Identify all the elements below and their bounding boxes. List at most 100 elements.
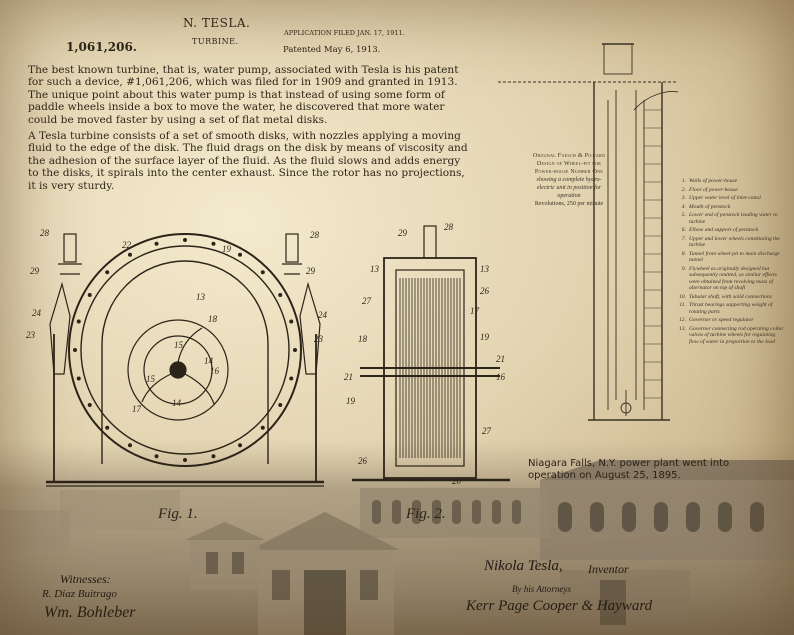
bolt-mark bbox=[105, 270, 110, 275]
fig1-label: 17 bbox=[132, 404, 142, 414]
legend-item: 2.Floor of power-house bbox=[676, 187, 784, 193]
bolt-mark bbox=[211, 454, 216, 459]
legend-item: 1.Walls of power-house bbox=[676, 178, 784, 184]
legend-item: 9.Flywheel as originally designed but su… bbox=[676, 266, 784, 292]
fig1-label: 16 bbox=[210, 366, 220, 376]
witness-signature-2: Wm. Bohleber bbox=[44, 604, 136, 621]
fig1-caption: Fig. 1. bbox=[158, 506, 198, 522]
legend-item-text: Upper and lower wheels constituting the … bbox=[689, 235, 780, 249]
legend-item-number: 7. bbox=[681, 235, 686, 242]
fig2-label: 28 bbox=[444, 222, 454, 232]
inventor-name: N. TESLA. bbox=[183, 16, 251, 30]
inventor-label: Inventor bbox=[588, 562, 629, 576]
legend-item-text: Floor of power-house bbox=[689, 186, 738, 193]
legend-item-number: 10. bbox=[679, 293, 686, 300]
inventor-signature: Nikola Tesla, bbox=[484, 558, 563, 574]
legend-item-number: 11. bbox=[679, 302, 686, 309]
legend-item: 10.Tubular shaft, with solid connections bbox=[676, 294, 784, 300]
witness-signature-1: R. Diaz Buitrago bbox=[42, 588, 117, 600]
power-plant-photo bbox=[0, 440, 794, 635]
bolt-mark bbox=[128, 252, 132, 257]
legend-item: 5.Lower end of penstock leading water to… bbox=[676, 212, 784, 225]
fig2-label: 13 bbox=[370, 264, 380, 274]
note-line: Revolutions, 250 per minute bbox=[534, 201, 604, 207]
bolt-mark bbox=[260, 270, 265, 275]
fig2-label: 17 bbox=[470, 306, 480, 316]
attorneys-signature: Kerr Page Cooper & Hayward bbox=[466, 598, 653, 614]
note-line: showing a complete hydro- bbox=[536, 177, 602, 183]
bolt-mark bbox=[260, 425, 265, 430]
legend-item-text: Flywheel as originally designed but subs… bbox=[689, 265, 777, 292]
legend-item-number: 3. bbox=[681, 195, 686, 202]
bolt-mark bbox=[87, 293, 92, 297]
fig1-label: 24 bbox=[318, 310, 328, 320]
legend-item-number: 9. bbox=[681, 265, 686, 272]
legend-item-text: Lower end of penstock leading water to t… bbox=[689, 212, 778, 225]
legend-item: 3.Upper water level of inlet-canal bbox=[676, 195, 784, 201]
fig2-label: 20 bbox=[452, 476, 462, 486]
fig1-label: 28 bbox=[310, 230, 320, 240]
fig2-label: 21 bbox=[344, 372, 353, 382]
fig2-caption: Fig. 2. bbox=[406, 506, 446, 522]
fig1-label: 23 bbox=[314, 334, 324, 344]
fig1-label: 15 bbox=[174, 340, 184, 350]
fig1-label: 29 bbox=[30, 266, 40, 276]
fig1-label: 22 bbox=[122, 240, 132, 250]
bolt-mark bbox=[278, 403, 283, 407]
paragraph-2: The unique point about this water pump i… bbox=[28, 88, 445, 126]
bolt-mark bbox=[183, 238, 187, 242]
fig1-turbine-drawing: 28 22 19 28 29 29 24 24 23 23 13 18 15 1… bbox=[26, 228, 328, 487]
note-line: Design of Wheel-pit for bbox=[536, 161, 602, 167]
legend-item: 7.Upper and lower wheels constituting th… bbox=[676, 236, 784, 249]
bolt-mark bbox=[289, 319, 294, 324]
fig2-label: 19 bbox=[480, 332, 490, 342]
fig2-label: 18 bbox=[358, 334, 368, 344]
fig2-label: 27 bbox=[362, 296, 372, 306]
bolt-mark bbox=[238, 252, 242, 257]
wheel-pit-cross-section-drawing bbox=[498, 43, 678, 421]
legend-item-text: Thrust bearings supporting weight of rot… bbox=[689, 302, 773, 315]
legend-item-number: 5. bbox=[681, 212, 686, 219]
legend-item-text: Mouth of penstock bbox=[689, 203, 731, 210]
patent-number: 1,061,206. bbox=[66, 40, 137, 54]
bolt-mark bbox=[128, 443, 132, 448]
bolt-mark bbox=[154, 454, 159, 459]
legend-item: 4.Mouth of penstock bbox=[676, 204, 784, 210]
photo-caption: Niagara Falls, N.Y. power plant went int… bbox=[528, 458, 730, 481]
fig2-label: 27 bbox=[482, 426, 492, 436]
fig1-label: 23 bbox=[26, 330, 36, 340]
fig1-label: 14 bbox=[172, 398, 182, 408]
application-date: APPLICATION FILED JAN. 17, 1911. bbox=[284, 29, 405, 37]
fig2-label: 16 bbox=[496, 372, 506, 382]
fig1-label: 24 bbox=[32, 308, 42, 318]
legend-item-text: Governor connecting rod operating collar… bbox=[689, 325, 784, 345]
patent-title: TURBINE. bbox=[192, 37, 239, 46]
body-text: The best known turbine, that is, water p… bbox=[28, 64, 474, 196]
bolt-mark bbox=[183, 458, 187, 462]
bolt-mark bbox=[105, 425, 110, 430]
witnesses-label: Witnesses: bbox=[60, 572, 111, 586]
bolt-mark bbox=[278, 293, 283, 297]
attorneys-label: By his Attorneys bbox=[512, 584, 571, 594]
legend-item-text: Walls of power-house bbox=[689, 178, 738, 184]
legend-item-text: Tunnel from wheel-pit to main discharge … bbox=[689, 250, 780, 264]
bolt-mark bbox=[87, 403, 92, 407]
legend-item-number: 2. bbox=[681, 186, 686, 193]
note-line: Power-house Number One bbox=[534, 169, 604, 175]
note-line: operation bbox=[557, 193, 581, 199]
patented-date: Patented May 6, 1913. bbox=[283, 45, 381, 55]
bolt-mark bbox=[76, 376, 81, 381]
paragraph-3: A Tesla turbine consists of a set of smo… bbox=[28, 130, 468, 192]
bolt-mark bbox=[211, 241, 216, 246]
bolt-mark bbox=[293, 348, 297, 352]
legend-item-number: 1. bbox=[681, 178, 686, 184]
fig2-turbine-section-drawing: 29 28 13 13 27 26 17 18 19 21 21 16 19 2… bbox=[344, 222, 510, 486]
legend-item-number: 4. bbox=[681, 203, 686, 210]
note-line: Original Faesch & Piccard bbox=[532, 153, 606, 159]
fig1-label: 29 bbox=[306, 266, 316, 276]
fig1-label: 13 bbox=[196, 292, 206, 302]
legend-item-text: Elbow and support of penstock bbox=[689, 227, 759, 234]
legend-item-number: 8. bbox=[681, 250, 686, 257]
legend-item: 6.Elbow and support of penstock bbox=[676, 227, 784, 233]
